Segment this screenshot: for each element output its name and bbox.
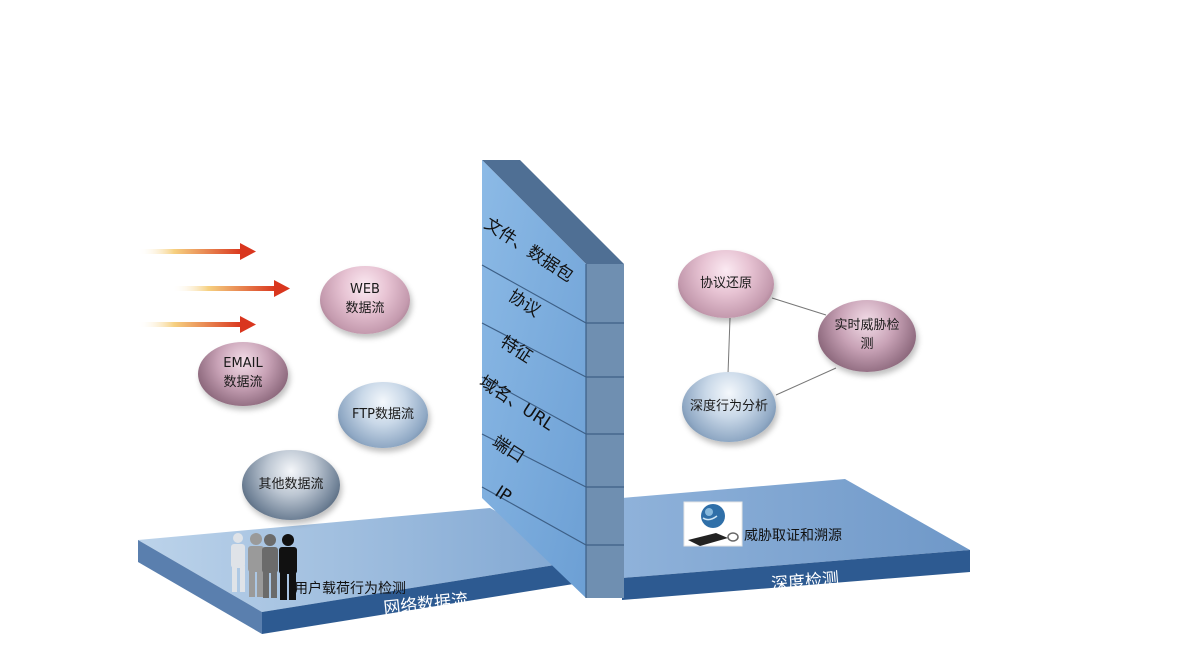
email-stream-line1: EMAIL: [223, 356, 263, 372]
users-silhouette-icon: [231, 533, 297, 600]
right-platform-front: [622, 550, 970, 600]
realtime-threat-line2: 测: [860, 337, 874, 352]
incoming-arrows: [138, 243, 290, 333]
web-stream-line1: WEB: [349, 282, 380, 298]
web-stream-bubble: WEB 数据流: [320, 266, 410, 334]
wall-side: [586, 264, 624, 598]
email-stream-bubble: EMAIL 数据流: [198, 342, 288, 406]
globe-device-icon: [683, 501, 743, 547]
email-stream-line2: 数据流: [223, 375, 263, 390]
other-stream-bubble: 其他数据流: [242, 450, 340, 520]
forensics-label: 威胁取证和溯源: [744, 528, 842, 544]
realtime-threat-bubble: 实时威胁检 测: [818, 300, 916, 372]
user-behavior-label: 用户载荷行为检测: [294, 581, 406, 597]
left-platform-front: [262, 560, 586, 634]
ftp-stream-label: FTP数据流: [351, 406, 415, 422]
analysis-connectors: [727, 297, 837, 396]
wall-top: [482, 160, 624, 264]
other-stream-label: 其他数据流: [258, 476, 324, 492]
realtime-threat-line1: 实时威胁检: [834, 318, 900, 334]
wall-layer-lines: [481, 264, 624, 598]
protocol-restore-bubble: 协议还原: [678, 250, 774, 318]
wall-face: [482, 160, 586, 598]
protocol-restore-label: 协议还原: [699, 275, 752, 291]
deep-behavior-bubble: 深度行为分析: [682, 372, 776, 442]
deep-behavior-label: 深度行为分析: [689, 398, 768, 414]
ftp-stream-bubble: FTP数据流: [338, 382, 428, 448]
web-stream-line2: 数据流: [345, 301, 385, 316]
left-platform-side: [138, 540, 262, 634]
